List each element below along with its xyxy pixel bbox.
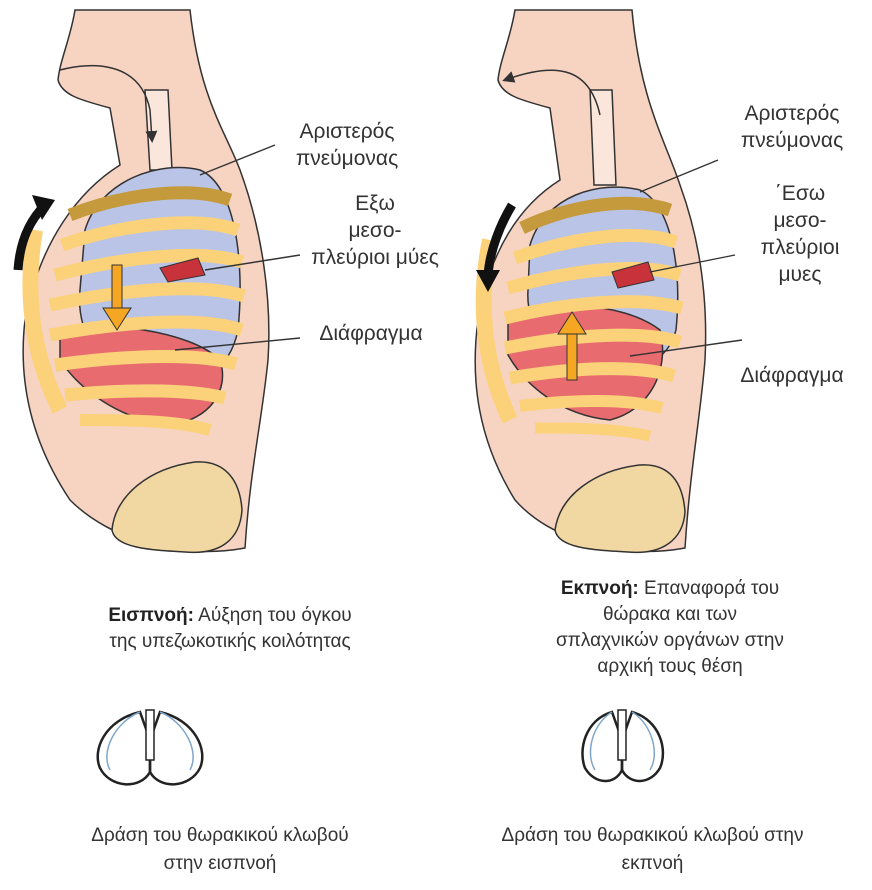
exhale-caption-title: Εκπνοή: — [561, 578, 639, 599]
inhale-down-arrow-shaft — [112, 265, 122, 310]
inhale-caption-line-2: της υπεζωκοτικής κοιλότητας — [40, 629, 420, 655]
inhale-caption-line-1: Αύξηση του όγκου — [198, 605, 351, 626]
exhale-up-arrow-shaft — [567, 332, 577, 380]
exhale-caption-line-2: θώρακα και των — [480, 602, 860, 628]
exhale-caption: Εκπνοή: Επαναφορά του θώρακα και των σπλ… — [480, 576, 860, 680]
exhale-figure — [475, 10, 742, 552]
inhale-external-intercostal-label: Εξω μεσο- πλεύριοι μύες — [300, 190, 450, 271]
inhale-trachea — [145, 90, 172, 170]
exhale-ribcage-icon — [582, 710, 662, 781]
exhale-ribcage-caption: Δράση του θωρακικού κλωβού στην εκπνοή — [440, 822, 865, 878]
exhale-left-lung-label: Αριστερός πνεύμονας — [722, 100, 862, 154]
inhale-caption-title: Εισπνοή: — [108, 605, 194, 626]
exhale-caption-line-1: Επαναφορά του — [644, 578, 779, 599]
exhale-caption-line-4: αρχική τους θέση — [480, 654, 860, 680]
inhale-ribcage-icon — [98, 710, 203, 784]
inhale-left-lung-label: Αριστερός πνεύμονας — [282, 118, 412, 172]
inhale-ribcage-caption: Δράση του θωρακικού κλωβού στην εισπνοή — [10, 822, 430, 878]
exhale-internal-intercostal-label: ΄Εσω μεσο- πλεύριοι μυες — [740, 180, 860, 288]
inhale-caption: Εισπνοή: Αύξηση του όγκου της υπεζωκοτικ… — [40, 603, 420, 655]
inhale-figure — [18, 10, 300, 552]
exhale-caption-line-3: σπλαχνικών οργάνων στην — [480, 628, 860, 654]
exhale-diaphragm-label: Διάφραγμα — [722, 362, 862, 389]
inhale-diaphragm-label: Διάφραγμα — [296, 320, 446, 347]
exhale-trachea — [590, 90, 616, 185]
